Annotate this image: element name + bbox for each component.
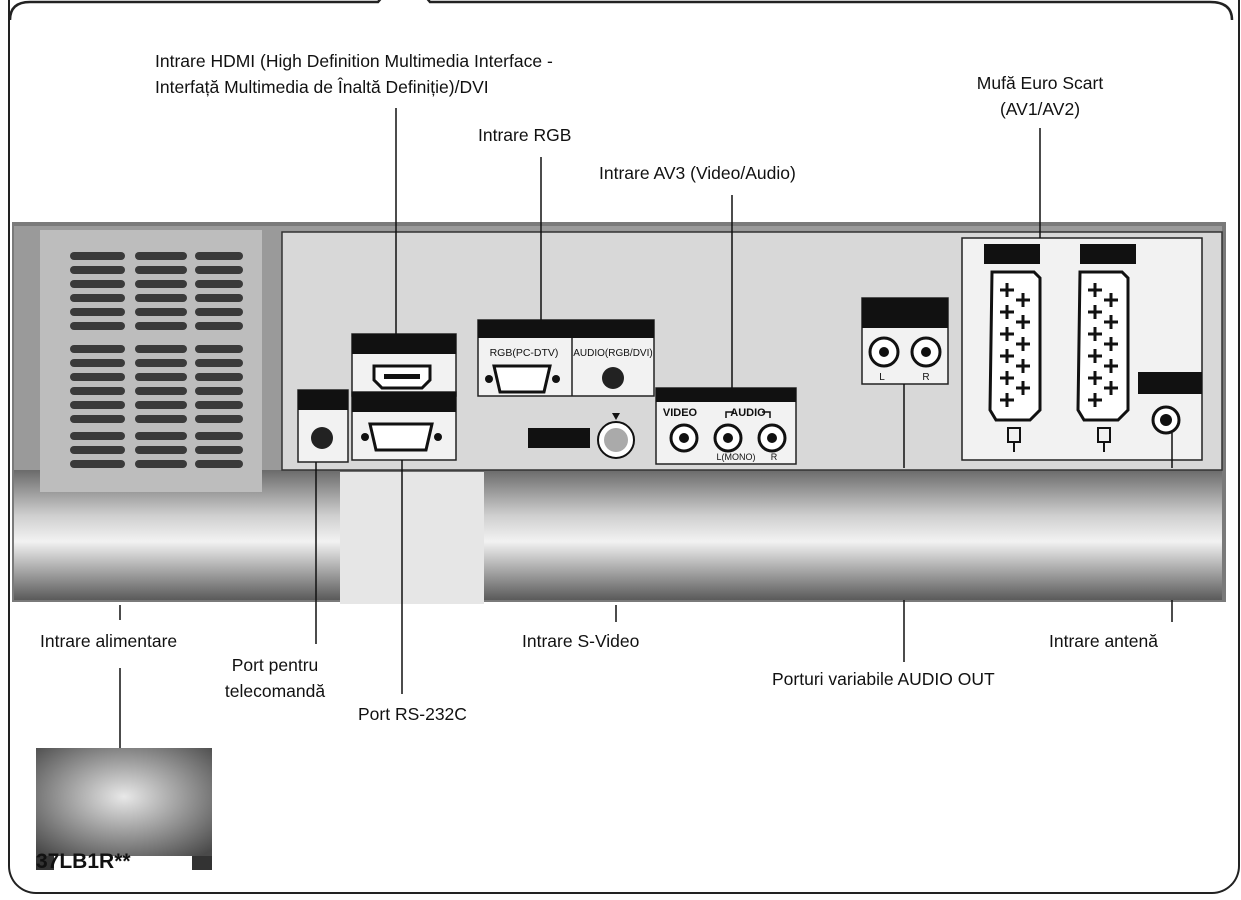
remote-port-label-line1: Port pentru bbox=[231, 655, 319, 675]
rs232-port-label: Port RS-232C bbox=[358, 704, 467, 724]
scart-1-connector bbox=[988, 270, 1042, 422]
diagram-frame bbox=[8, 0, 1240, 894]
hdmi-label-line2: Interfață Multimedia de Înaltă Definiție… bbox=[155, 77, 489, 97]
leader-lines bbox=[119, 108, 1173, 748]
top-tab-left-edge bbox=[8, 0, 382, 21]
stand-illustration bbox=[36, 748, 212, 856]
power-input-label: Intrare alimentare bbox=[40, 631, 178, 651]
av3-input-label: Intrare AV3 (Video/Audio) bbox=[599, 163, 796, 183]
remote-jack bbox=[311, 427, 333, 449]
antenna-input-label: Intrare antenă bbox=[1049, 631, 1158, 651]
vent-slots bbox=[70, 252, 243, 468]
label-sticker bbox=[340, 472, 484, 604]
hdmi-label-bar bbox=[352, 334, 456, 354]
hdmi-label-line1: Intrare HDMI (High Definition Multimedia… bbox=[155, 51, 553, 71]
audio-out-r-text: R bbox=[922, 372, 929, 383]
audio-out-l-text: L bbox=[879, 372, 885, 383]
audio-out-label: Porturi variabile AUDIO OUT bbox=[772, 669, 995, 689]
l-mono-text: L(MONO) bbox=[717, 452, 756, 462]
av3-r-text: R bbox=[771, 452, 778, 462]
rs232-connector bbox=[368, 422, 434, 452]
video-text: VIDEO bbox=[663, 407, 698, 419]
rs232-label-bar bbox=[352, 392, 456, 412]
scart-label-line1: Mufă Euro Scart bbox=[976, 73, 1104, 93]
remote-port-label-bar bbox=[298, 390, 348, 410]
scart-2-connector bbox=[1076, 270, 1130, 422]
scart-label-line2: (AV1/AV2) bbox=[999, 99, 1081, 119]
top-tab-right-edge bbox=[426, 0, 1234, 21]
remote-port-label-line2: telecomandă bbox=[224, 681, 326, 701]
rgb-input-label: Intrare RGB bbox=[478, 125, 572, 145]
svideo-label-bar bbox=[528, 428, 590, 448]
audio-rgb-dvi-text: AUDIO(RGB/DVI) bbox=[573, 348, 652, 359]
svideo-input-label: Intrare S-Video bbox=[522, 631, 640, 651]
rgb-label-bar bbox=[478, 320, 654, 338]
audio-text: AUDIO bbox=[730, 407, 766, 419]
vga-connector bbox=[492, 364, 552, 394]
model-number: 37LB1R** bbox=[36, 850, 131, 873]
rgb-pc-dtv-text: RGB(PC-DTV) bbox=[490, 347, 559, 359]
antenna-label-bar bbox=[1138, 372, 1202, 394]
audio-rgb-dvi-jack bbox=[602, 367, 624, 389]
